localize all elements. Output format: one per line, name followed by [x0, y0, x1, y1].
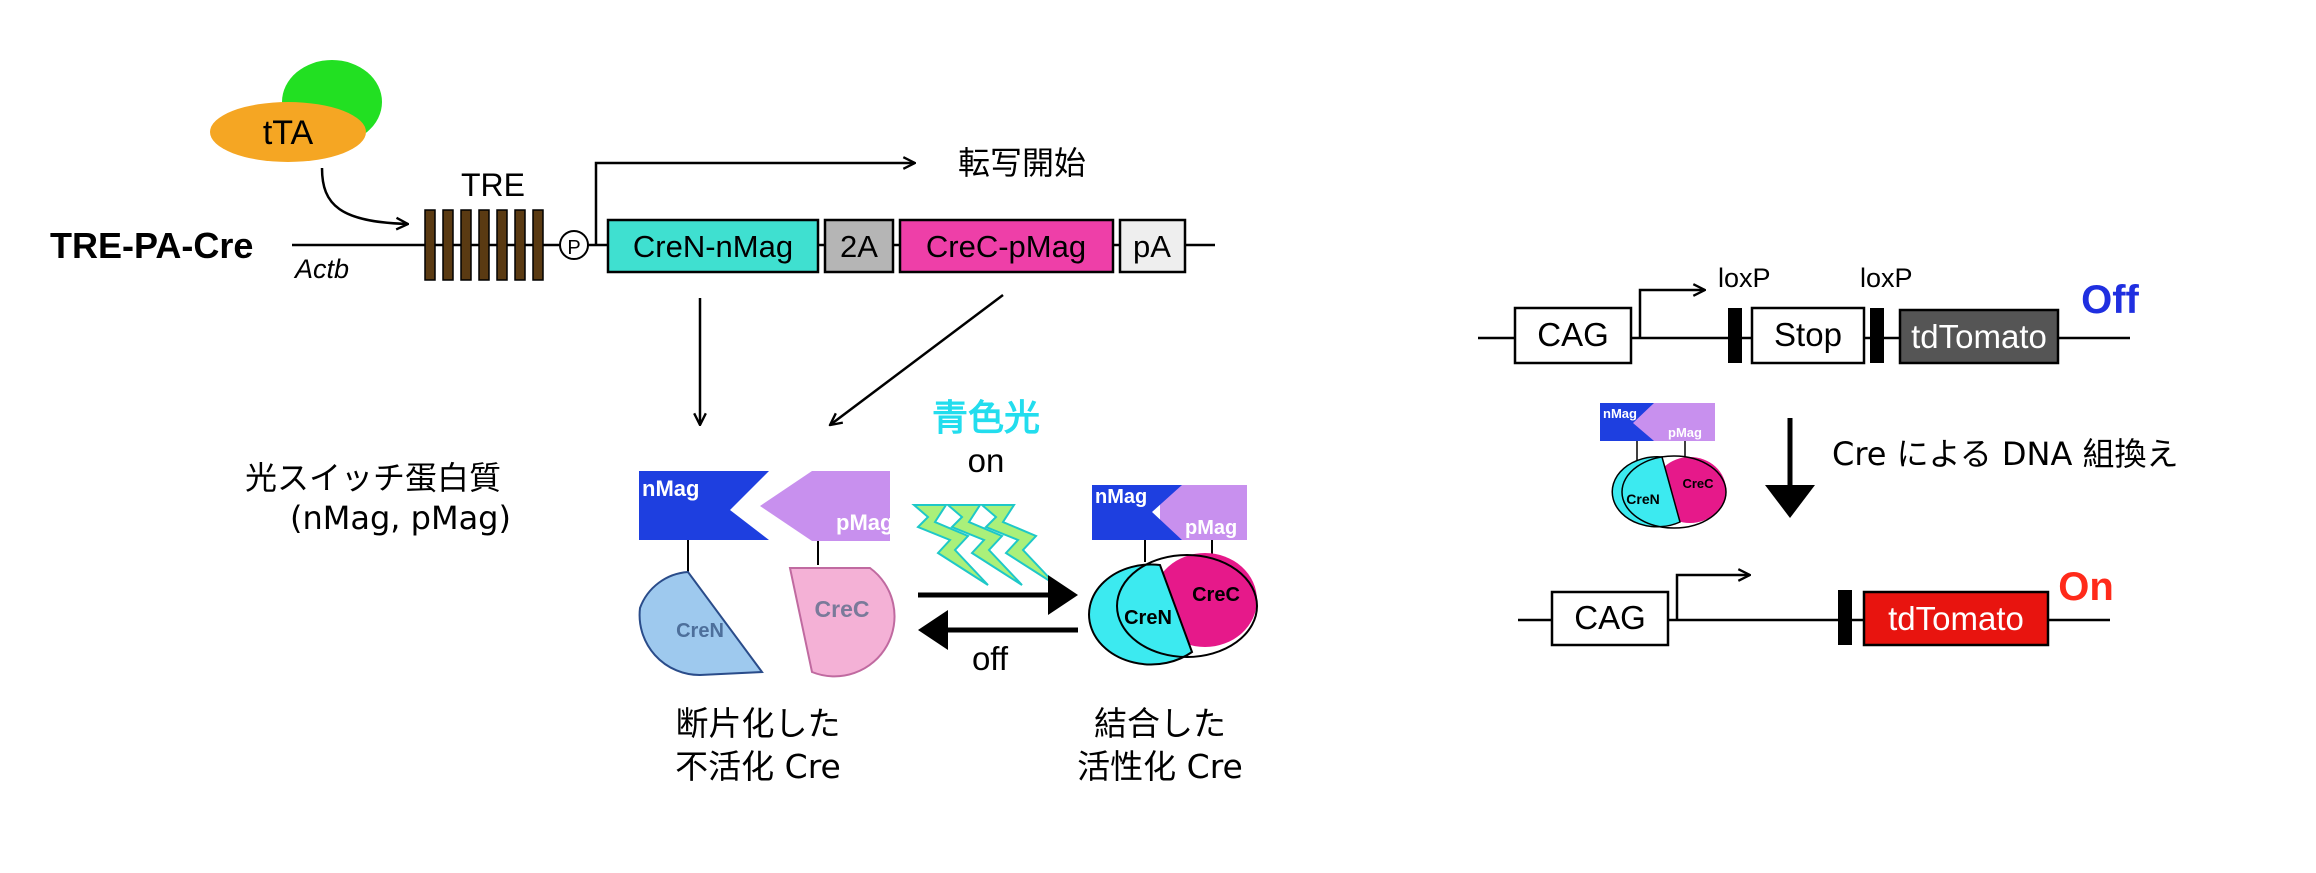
module-crec-pmag-label: CreC-pMag [926, 229, 1086, 264]
active-nmag-flag [1092, 485, 1182, 540]
nmag-label: nMag [642, 476, 699, 501]
transcription-arrow [594, 163, 915, 245]
active-cre-outline [1116, 554, 1258, 658]
active-caption-line2: 活性化 Cre [1077, 747, 1243, 786]
pmag-flag [760, 471, 890, 541]
off-label: Off [2081, 278, 2139, 322]
mini-nmag-label: nMag [1603, 406, 1637, 421]
split-caption-line1: 断片化した [676, 704, 841, 743]
stop-label: Stop [1774, 316, 1842, 353]
mini-cren-label: CreN [1626, 491, 1659, 507]
tre-label: TRE [461, 167, 525, 203]
cren-fragment [638, 570, 764, 677]
tta-label: tTA [263, 114, 314, 152]
promoter-circle [559, 230, 589, 260]
lightning-bolts [911, 504, 1057, 586]
module-cren-nmag [606, 218, 820, 274]
stop-box [1750, 306, 1866, 365]
mini-pmag-label: pMag [1668, 425, 1702, 440]
recombination-step: nMag pMag CreN CreC Cre による DNA 組換え [1600, 403, 2179, 529]
active-pmag-rect [1160, 485, 1247, 540]
light-on-label: on [968, 442, 1005, 479]
loxp2-label: loxP [1860, 263, 1913, 293]
cag-after-label: CAG [1574, 599, 1646, 636]
cag-after-promoter-arrow [1675, 575, 1750, 620]
tta-arrow [320, 167, 408, 224]
cag-promoter-arrow [1638, 290, 1705, 338]
locus-label: Actb [293, 254, 349, 284]
active-crec-label: CreC [1192, 584, 1240, 606]
tre-bars [424, 209, 544, 281]
cag-box [1513, 306, 1633, 365]
split-cre: nMag CreN pMag CreC 断片化した 不活化 Cre [638, 471, 896, 786]
cren-label: CreN [676, 620, 724, 642]
on-label: On [2058, 565, 2114, 609]
module-crec-pmag [898, 218, 1115, 274]
loxp1-label: loxP [1718, 263, 1771, 293]
pmag-label: pMag [836, 510, 893, 535]
crec-fragment [788, 567, 896, 678]
forward-arrow-head [1048, 575, 1078, 615]
mini-cre-outline [1621, 455, 1727, 529]
tdtomato-off-box [1898, 308, 2060, 365]
active-caption-line1: 結合した [1094, 704, 1226, 743]
transcription-start-label: 転写開始 [958, 144, 1086, 182]
crec-label: CreC [815, 596, 870, 622]
mini-crec-label: CreC [1682, 476, 1714, 491]
module-pa [1118, 218, 1187, 274]
loxp2-site [1870, 308, 1884, 363]
nmag-flag [639, 471, 769, 540]
module-2a [823, 218, 895, 274]
reverse-arrow-head [918, 610, 948, 650]
module-cren-nmag-label: CreN-nMag [633, 229, 793, 264]
blue-light-label: 青色光 [932, 398, 1040, 439]
tdtomato-off-label: tdTomato [1911, 318, 2047, 355]
split-caption-line2: 不活化 Cre [675, 747, 841, 786]
active-cren-body [1088, 563, 1194, 666]
tdtomato-on-box [1862, 590, 2050, 647]
active-pmag-label: pMag [1185, 517, 1237, 539]
active-cren-label: CreN [1124, 607, 1172, 629]
expression-arrow-c [830, 294, 1004, 425]
construct-name: TRE-PA-Cre [50, 225, 253, 266]
tdtomato-on-label: tdTomato [1888, 600, 2024, 637]
active-nmag-label: nMag [1095, 486, 1147, 508]
tta-orange-blob [210, 102, 366, 162]
mini-pmag-flag [1633, 403, 1715, 441]
module-pa-label: pA [1133, 229, 1171, 264]
recomb-label: Cre による DNA 組換え [1832, 435, 2179, 473]
loxp-after-site [1838, 590, 1852, 645]
switch-label-line2: (nMag, pMag) [290, 499, 511, 537]
cag-after-box [1550, 590, 1670, 647]
loxp1-site [1728, 308, 1742, 363]
switch-label-line1: 光スイッチ蛋白質 [245, 459, 501, 497]
light-switch: 青色光 on off [911, 398, 1078, 677]
cag-label: CAG [1537, 316, 1609, 353]
construct: tTA TRE TRE-PA-Cre Actb P 転写開始 CreN-nMag [50, 60, 1215, 425]
reporter-before: CAG loxP Stop loxP tdTomato Off [1478, 263, 2140, 365]
active-cre: nMag pMag CreN CreC 結合した 活性化 Cre [1077, 485, 1258, 786]
module-2a-label: 2A [840, 229, 878, 264]
reporter-after: CAG tdTomato On [1518, 565, 2114, 647]
light-off-label: off [972, 640, 1009, 677]
recomb-arrow-head [1765, 485, 1815, 518]
promoter-label: P [567, 237, 580, 259]
